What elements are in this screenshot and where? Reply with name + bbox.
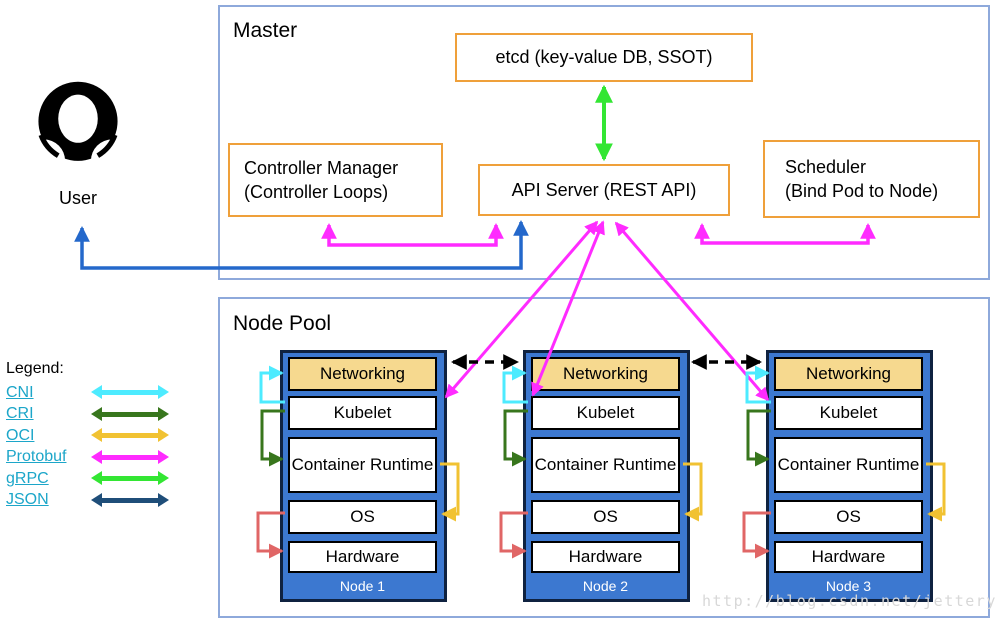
legend-row-oci: OCI — [6, 425, 181, 447]
grpc-link[interactable]: gRPC — [6, 469, 49, 487]
container-runtime-label: Container Runtime — [534, 455, 677, 475]
container-runtime-box: Container Runtime — [774, 437, 923, 493]
controller-manager-box: Controller Manager (Controller Loops) — [228, 143, 443, 217]
hardware-box: Hardware — [531, 541, 680, 573]
os-box: OS — [288, 500, 437, 534]
node-name: Node 2 — [582, 578, 629, 594]
etcd-box: etcd (key-value DB, SSOT) — [455, 33, 753, 82]
node-3: Networking Kubelet Container Runtime OS … — [766, 350, 933, 602]
node-1: Networking Kubelet Container Runtime OS … — [280, 350, 447, 602]
scheduler-label-line2: (Bind Pod to Node) — [785, 181, 939, 201]
watermark-text: http://blog.csdn.net/jettery — [702, 592, 997, 610]
container-runtime-label: Container Runtime — [291, 455, 434, 475]
hardware-label: Hardware — [568, 547, 643, 567]
protobuf-link[interactable]: Protobuf — [6, 448, 67, 466]
node-pool-title: Node Pool — [233, 312, 332, 335]
networking-box: Networking — [288, 357, 437, 391]
node-name: Node 3 — [825, 578, 872, 594]
kubelet-label: Kubelet — [576, 403, 635, 423]
user-icon — [35, 81, 121, 166]
kubelet-box: Kubelet — [288, 396, 437, 430]
legend-row-json: JSON — [6, 490, 181, 512]
kubelet-box: Kubelet — [774, 396, 923, 430]
container-runtime-label: Container Runtime — [777, 455, 920, 475]
kubelet-box: Kubelet — [531, 396, 680, 430]
os-box: OS — [774, 500, 923, 534]
controller-manager-label-line2: (Controller Loops) — [244, 182, 389, 202]
grpc-arrow-swatch — [91, 471, 169, 486]
os-label: OS — [836, 507, 861, 527]
cri-arrow-swatch — [91, 406, 169, 421]
oci-arrow-swatch — [91, 428, 169, 443]
container-runtime-box: Container Runtime — [531, 437, 680, 493]
hardware-box: Hardware — [774, 541, 923, 573]
legend-row-protobuf: Protobuf — [6, 447, 181, 469]
os-label: OS — [350, 507, 375, 527]
master-title: Master — [233, 19, 298, 42]
kubelet-label: Kubelet — [819, 403, 878, 423]
node-2: Networking Kubelet Container Runtime OS … — [523, 350, 690, 602]
legend-row-cri: CRI — [6, 404, 181, 426]
legend-row-cni: CNI — [6, 382, 181, 404]
networking-box: Networking — [774, 357, 923, 391]
legend-row-grpc: gRPC — [6, 468, 181, 490]
protobuf-arrow-swatch — [91, 449, 169, 464]
hardware-box: Hardware — [288, 541, 437, 573]
cni-link[interactable]: CNI — [6, 383, 34, 401]
networking-box: Networking — [531, 357, 680, 391]
api-server-label: API Server (REST API) — [511, 179, 697, 200]
kubelet-label: Kubelet — [333, 403, 392, 423]
node-name: Node 1 — [339, 578, 386, 594]
etcd-label: etcd (key-value DB, SSOT) — [495, 47, 713, 68]
legend: Legend: CNI CRI OCI Protobuf gRPC JSON — [6, 360, 181, 511]
os-box: OS — [531, 500, 680, 534]
hardware-label: Hardware — [325, 547, 400, 567]
cri-link[interactable]: CRI — [6, 405, 34, 423]
networking-label: Networking — [319, 364, 406, 384]
networking-label: Networking — [562, 364, 649, 384]
api-server-box: API Server (REST API) — [478, 164, 730, 216]
container-runtime-box: Container Runtime — [288, 437, 437, 493]
json-arrow-swatch — [91, 492, 169, 507]
controller-manager-label-line1: Controller Manager — [244, 157, 399, 178]
networking-label: Networking — [805, 364, 892, 384]
scheduler-box: Scheduler (Bind Pod to Node) — [763, 140, 980, 218]
os-label: OS — [593, 507, 618, 527]
user-label: User — [58, 188, 97, 208]
hardware-label: Hardware — [811, 547, 886, 567]
json-link[interactable]: JSON — [6, 491, 49, 509]
oci-link[interactable]: OCI — [6, 426, 35, 444]
scheduler-label-line1: Scheduler — [785, 156, 867, 177]
cni-arrow-swatch — [91, 385, 169, 400]
legend-title: Legend: — [6, 360, 64, 377]
